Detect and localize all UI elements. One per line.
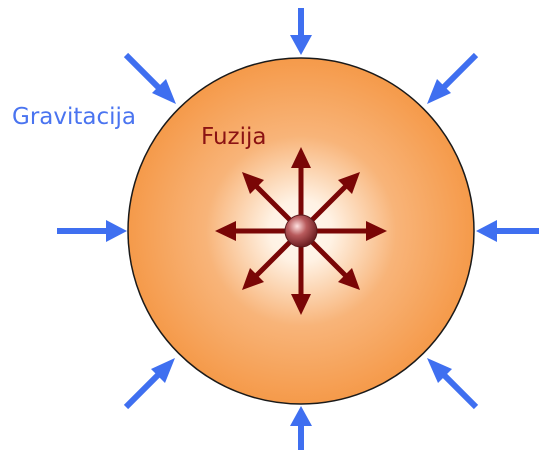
gravity-arrow-right — [476, 220, 539, 242]
gravity-arrow-bottom — [290, 406, 312, 450]
fusion-label: Fuzija — [201, 126, 267, 149]
gravity-arrow-bottom-right — [427, 358, 476, 407]
gravity-arrow-bottom-left — [126, 358, 175, 407]
star-core — [285, 215, 317, 247]
gravity-label: Gravitacija — [12, 106, 136, 129]
gravity-arrow-top-left — [126, 55, 176, 104]
gravity-arrow-left — [57, 220, 127, 242]
gravity-arrow-top — [290, 8, 312, 55]
gravity-arrow-top-right — [427, 55, 476, 104]
